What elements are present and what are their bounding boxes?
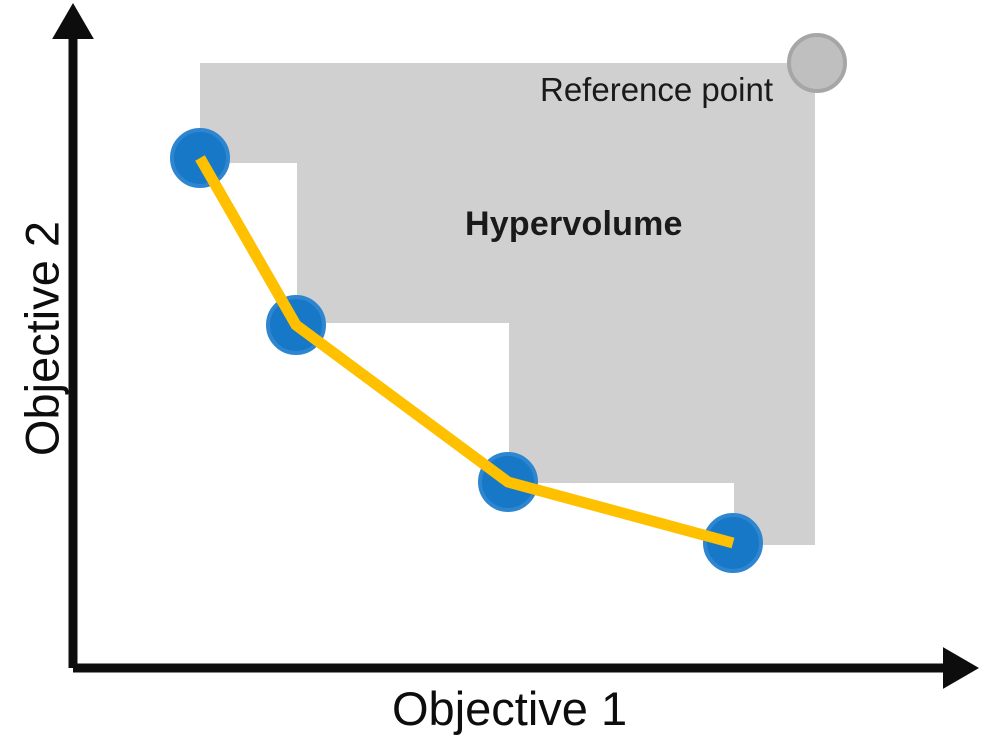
pareto-front-line-overlay bbox=[195, 155, 735, 549]
x-axis-arrow-icon bbox=[943, 647, 979, 689]
y-axis-label: Objective 2 bbox=[15, 220, 69, 457]
reference-point-circle[interactable] bbox=[787, 33, 847, 93]
y-axis-arrow-icon bbox=[52, 3, 94, 39]
axes-group bbox=[52, 3, 979, 689]
reference-point-label: Reference point bbox=[540, 71, 773, 108]
x-axis-label: Objective 1 bbox=[392, 682, 628, 735]
hypervolume-label: Hypervolume bbox=[465, 205, 683, 243]
reference-point-marker[interactable] bbox=[787, 33, 847, 93]
hypervolume-region bbox=[200, 63, 815, 545]
